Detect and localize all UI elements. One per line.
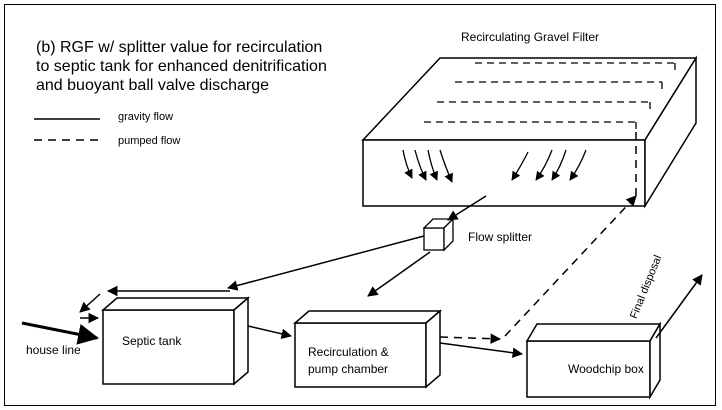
gravel-filter-box bbox=[361, 55, 698, 209]
diagram-title: (b) RGF w/ splitter value for recirculat… bbox=[36, 38, 327, 95]
pumped-flow-lines bbox=[439, 128, 637, 344]
recirculation-chamber-box bbox=[292, 309, 443, 389]
diagram-frame bbox=[4, 4, 716, 406]
recirculation-label-line-1: Recirculation & bbox=[308, 345, 389, 359]
recirculation-label-line-2: pump chamber bbox=[308, 362, 389, 376]
title-line-3: and buoyant ball valve discharge bbox=[36, 77, 270, 94]
legend-gravity-label: gravity flow bbox=[118, 111, 174, 123]
gravel-filter-label: Recirculating Gravel Filter bbox=[461, 30, 600, 44]
septic-tank-box bbox=[100, 296, 251, 386]
title-line-1: (b) RGF w/ splitter value for recirculat… bbox=[36, 39, 323, 56]
legend-pumped-label: pumped flow bbox=[118, 135, 181, 147]
flow-splitter-box bbox=[422, 217, 455, 252]
title-line-2: to septic tank for enhanced denitrificat… bbox=[36, 58, 327, 75]
recirculation-chamber-label: Recirculation & pump chamber bbox=[308, 344, 389, 378]
house-line-arrow bbox=[21, 321, 100, 345]
woodchip-box-shape bbox=[525, 321, 662, 400]
percolation-arrows bbox=[402, 149, 587, 183]
septic-tank-label: Septic tank bbox=[122, 334, 182, 348]
flow-splitter-label: Flow splitter bbox=[468, 230, 533, 244]
house-line-label: house line bbox=[26, 343, 81, 357]
filter-laterals bbox=[424, 62, 676, 129]
flow-arrows bbox=[79, 195, 703, 358]
woodchip-box-label: Woodchip box bbox=[568, 362, 644, 376]
